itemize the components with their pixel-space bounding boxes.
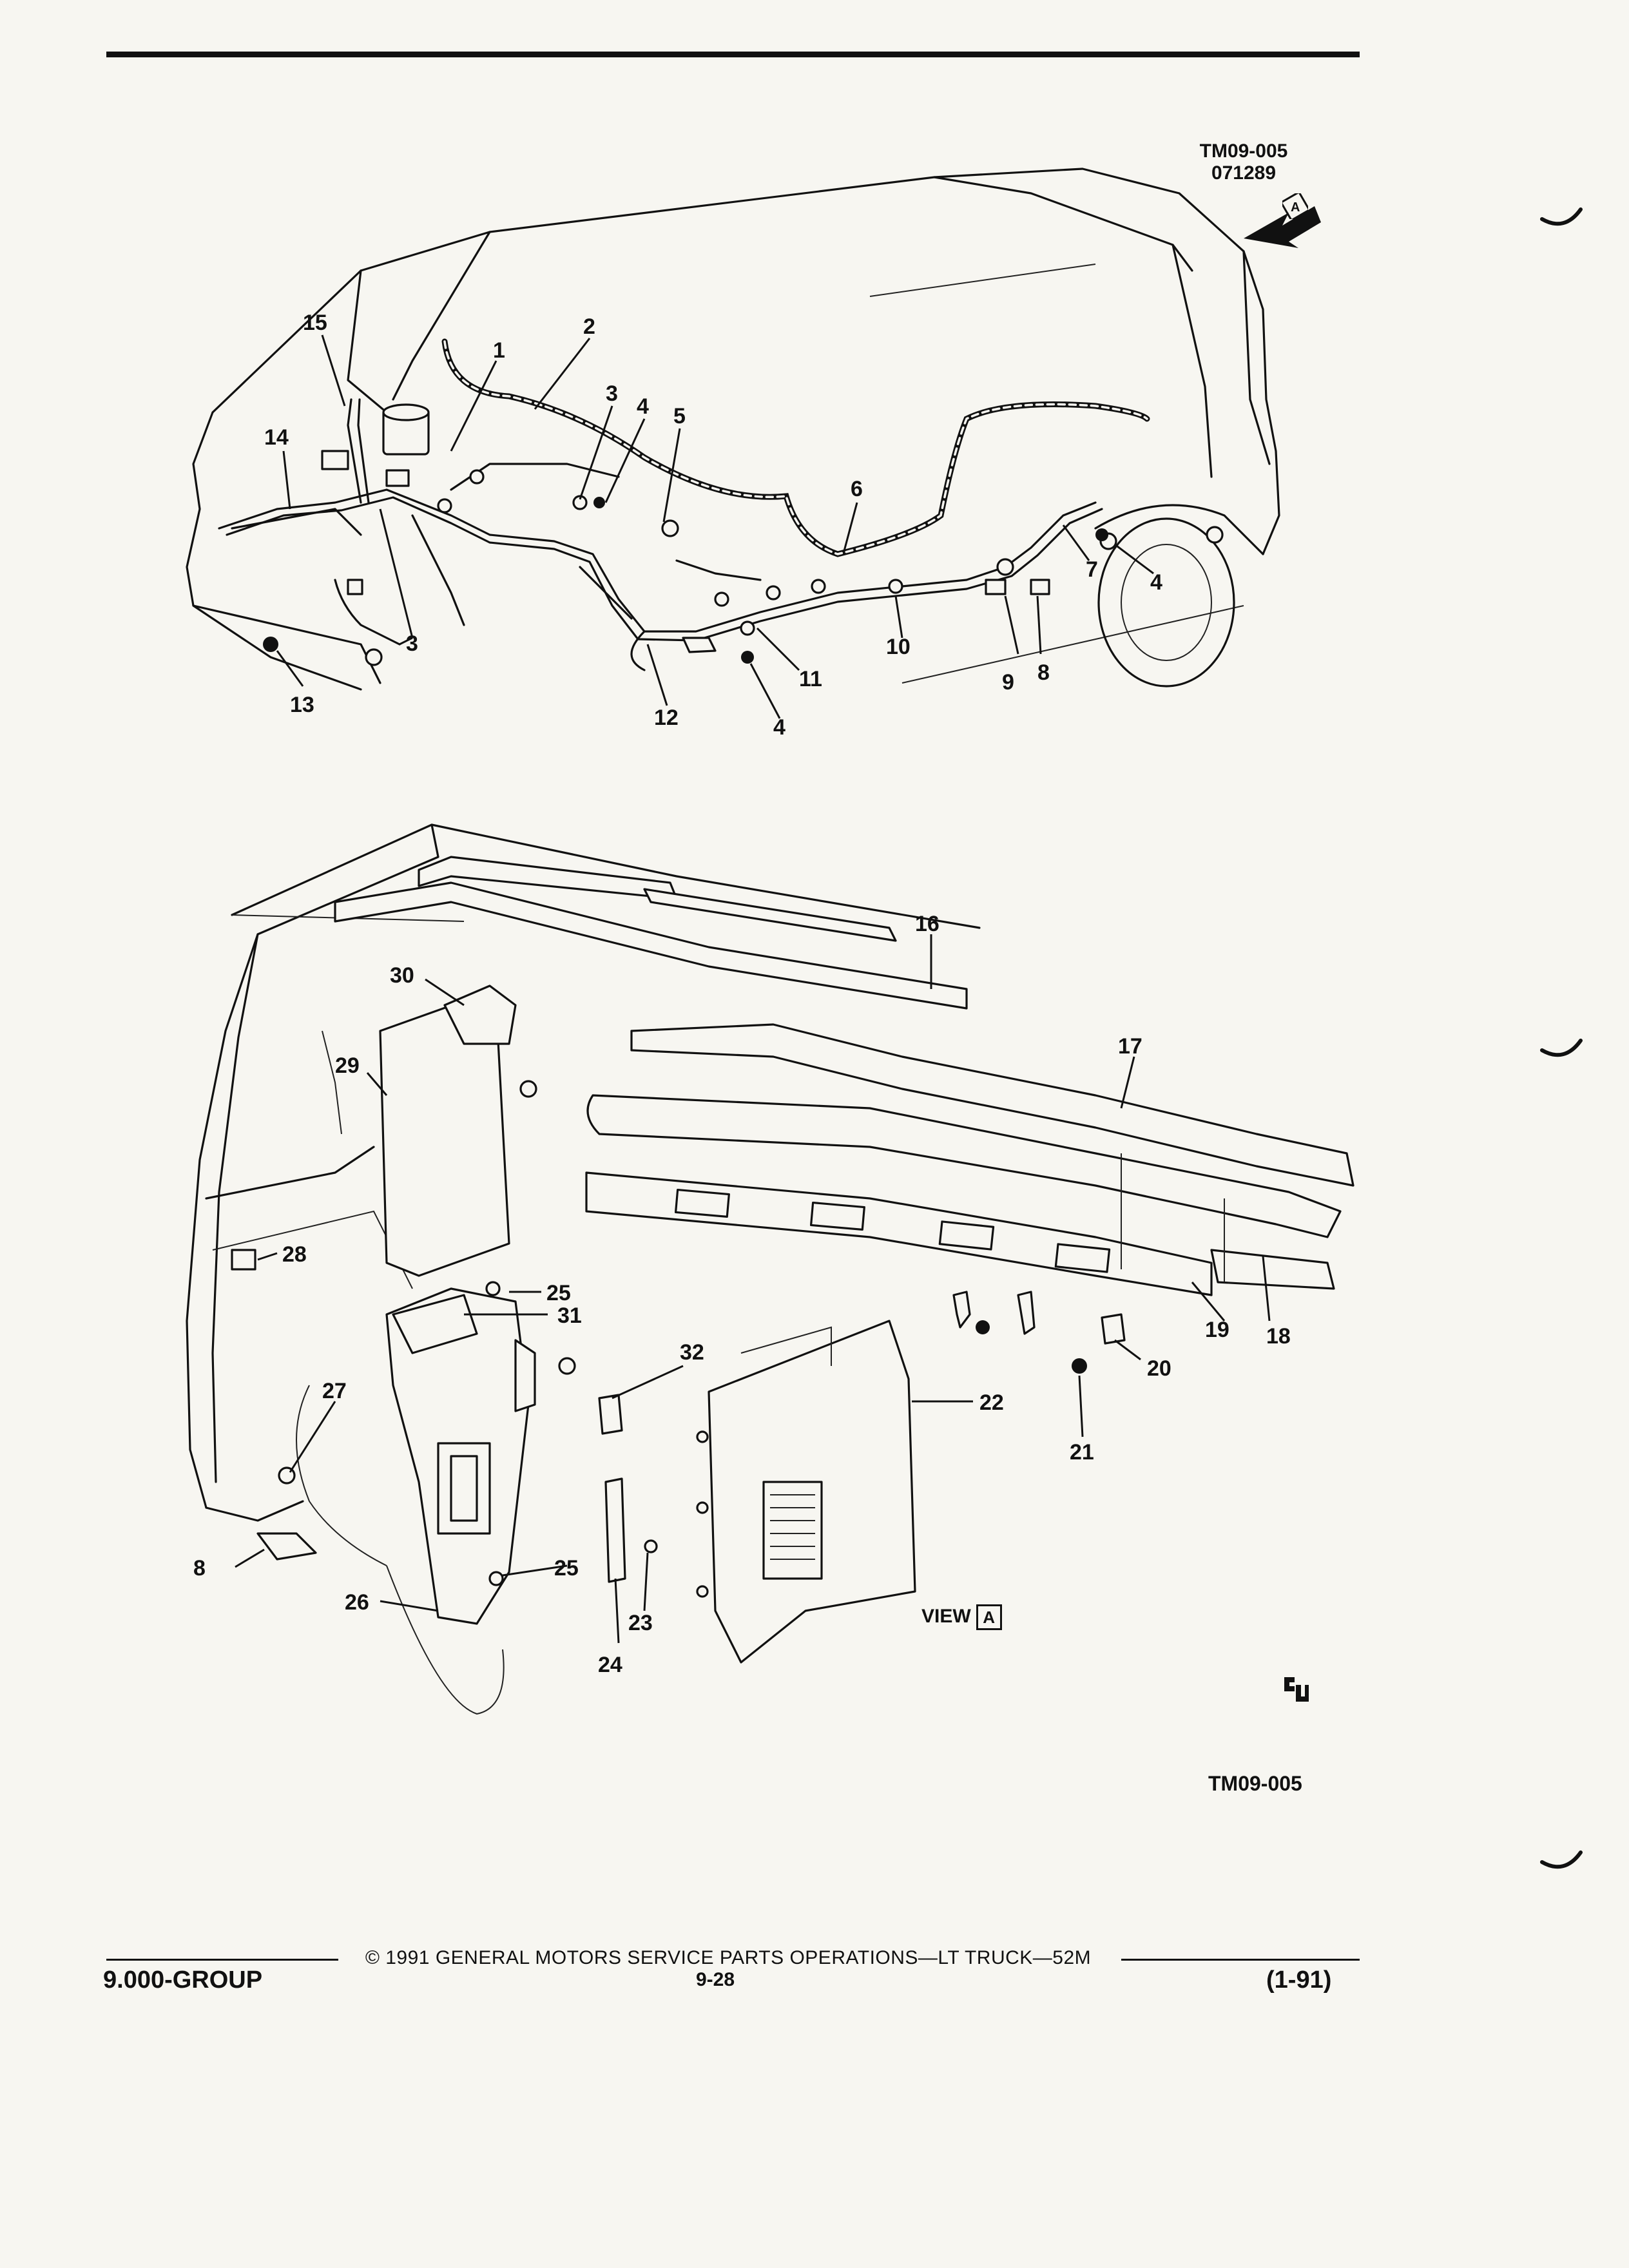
callout-13: 13 [290,693,314,717]
callout-5: 5 [673,404,686,428]
callout-17: 17 [1118,1034,1142,1059]
callout-2: 2 [583,314,595,339]
callout-8: 8 [193,1556,206,1581]
top-rule [106,52,1360,57]
view-a-box-marker: A [1280,191,1311,222]
callout-3: 3 [606,381,618,406]
view-label-box: A [976,1604,1002,1630]
callout-32: 32 [680,1340,704,1365]
callout-29: 29 [335,1053,360,1078]
callout-21: 21 [1070,1440,1094,1465]
callout-9: 9 [1002,670,1014,695]
callout-25: 25 [554,1556,579,1581]
roof-rails [334,856,1354,1296]
binder-hole-mark-icon [1540,207,1583,226]
callout-labels: 1 2 3 3 4 4 4 5 6 7 8 8 9 10 11 12 13 14… [193,311,1291,1677]
callout-30: 30 [390,963,414,988]
figure-reference-bottom: TM09-005 [1208,1772,1302,1795]
callout-12: 12 [654,706,679,730]
callout-10: 10 [886,635,911,659]
gm-logo-icon [1279,1672,1311,1704]
view-label-text: VIEW [921,1605,971,1627]
footer-date: (1-91) [1266,1966,1332,1994]
footer-copyright: © 1991 GENERAL MOTORS SERVICE PARTS OPER… [365,1947,1092,1968]
callout-25: 25 [546,1281,571,1305]
footer-rule-right [1121,1959,1360,1961]
side-panel-view-a [696,1320,916,1664]
van-outline [186,168,1280,691]
callout-22: 22 [979,1390,1004,1415]
top-callout-leaders [276,334,1154,719]
callout-4: 4 [1150,570,1162,595]
harness-components [263,403,1224,666]
callout-18: 18 [1266,1324,1291,1349]
callout-20: 20 [1147,1356,1171,1381]
callout-31: 31 [557,1303,582,1328]
footer-group: 9.000-GROUP [103,1966,263,1994]
callout-4: 4 [773,715,786,740]
callout-28: 28 [282,1242,307,1267]
binder-hole-mark-icon [1540,1850,1583,1869]
callout-15: 15 [303,311,327,335]
footer-page-number: 9-28 [696,1969,735,1990]
callout-23: 23 [628,1611,653,1635]
footer-rule-left [106,1959,338,1961]
callout-24: 24 [598,1653,622,1677]
figure-ref-date: 071289 [1211,162,1277,184]
callout-6: 6 [851,477,863,501]
bottom-callout-leaders [235,934,1271,1644]
callout-27: 27 [322,1379,347,1403]
callout-11: 11 [799,667,822,691]
callout-1: 1 [493,338,505,363]
wiring-harness [218,338,1150,671]
callout-26: 26 [345,1590,369,1615]
figure-reference: TM09-005 071289 [1179,140,1308,184]
callout-16: 16 [915,912,940,936]
callout-3: 3 [406,631,418,656]
view-a-arrow [1244,206,1321,248]
callout-7: 7 [1086,557,1098,582]
figure-ref-id: TM09-005 [1199,140,1288,162]
callout-19: 19 [1205,1318,1229,1342]
callout-14: 14 [264,425,289,450]
callout-8: 8 [1037,660,1050,685]
rear-duct-assembly [231,985,658,1625]
callout-4: 4 [637,394,649,419]
binder-hole-mark-icon [1540,1039,1583,1057]
fasteners-view-a [952,1291,1126,1374]
view-a-marker-letter: A [1291,200,1300,215]
